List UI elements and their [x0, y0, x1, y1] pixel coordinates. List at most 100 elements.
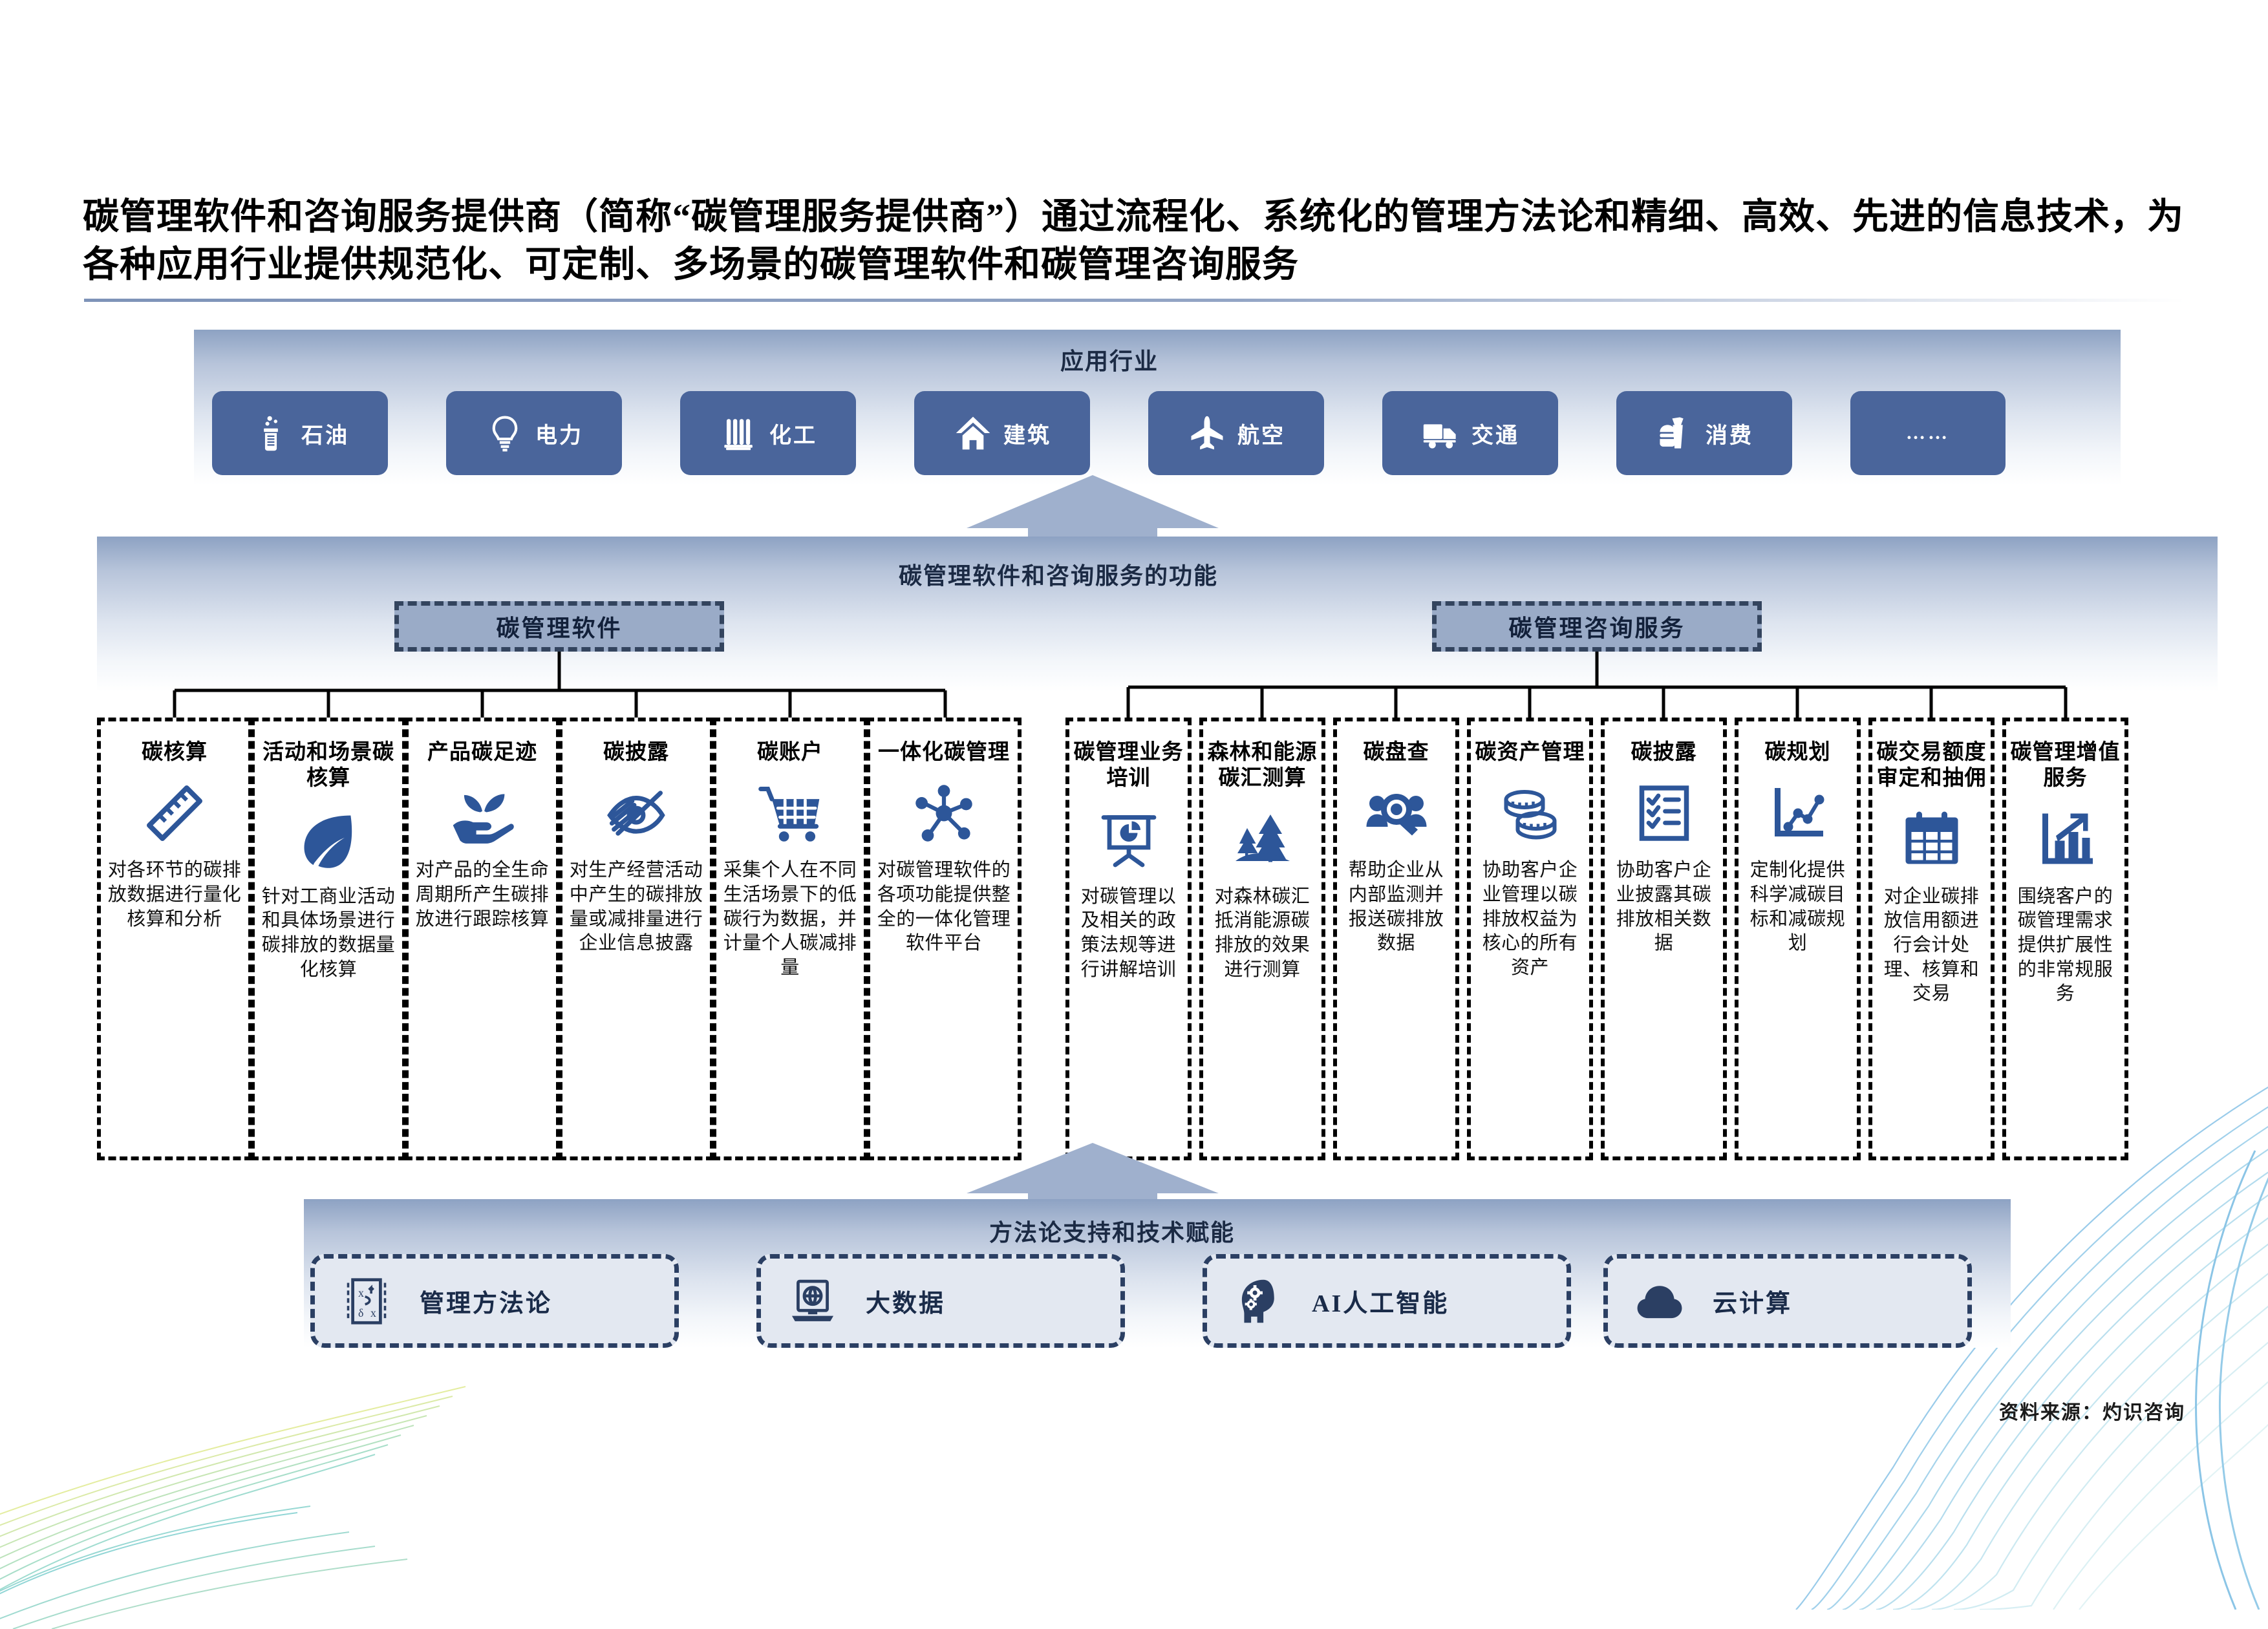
card-title: 碳核算	[142, 741, 208, 764]
function-card[interactable]: 一体化碳管理 对碳管理软件的各项功能提供整全的一体化管理软件平台	[866, 718, 1022, 1160]
industry-tile-chemical[interactable]: 化工	[680, 391, 856, 475]
card-title: 碳管理增值服务	[2010, 741, 2121, 791]
network-hub-icon	[912, 777, 976, 849]
tech-tile-label: 云计算	[1713, 1290, 1793, 1317]
card-description: 采集个人在不同生活场景下的低碳行为数据，并计量个人碳减排量	[723, 860, 857, 978]
laptop-globe-icon	[787, 1275, 839, 1327]
card-description: 对生产经营活动中产生的碳排放量或减排量进行企业信息披露	[569, 860, 703, 954]
card-title: 碳披露	[1631, 741, 1697, 764]
calendar-icon	[1901, 804, 1963, 876]
svg-text:x: x	[370, 1306, 376, 1319]
burger-drink-icon	[1655, 413, 1695, 453]
house-icon	[953, 413, 993, 453]
card-title: 碳账户	[757, 741, 823, 764]
industry-tile-label: 交通	[1471, 423, 1519, 448]
industry-tile-more[interactable]: ……	[1850, 391, 2006, 475]
group-header-consulting[interactable]: 碳管理咨询服务	[1432, 601, 1762, 652]
card-description: 协助客户企业披露其碳排放相关数据	[1616, 860, 1712, 954]
function-card[interactable]: 活动和场景碳核算 针对工商业活动和具体场景进行碳排放的数据量化核算	[251, 718, 406, 1160]
title-divider	[84, 299, 2185, 302]
oil-beaker-icon	[251, 413, 291, 453]
function-card[interactable]: 碳披露 对生产经营活动中产生的碳排放量或减排量进行企业信息披露	[559, 718, 714, 1160]
card-description: 帮助企业从内部监测并报送碳排放数据	[1348, 860, 1444, 954]
function-card[interactable]: 森林和能源碳汇测算 对森林碳汇抵消能源碳排放的效果进行测算	[1199, 718, 1325, 1160]
airplane-icon	[1187, 413, 1227, 453]
function-card[interactable]: 碳管理业务培训 对碳管理以及相关的政策法规等进行讲解培训	[1065, 718, 1192, 1160]
bar-chart-arrow-icon	[2035, 804, 2097, 876]
industry-tile-label: 电力	[535, 423, 583, 448]
application-industry-caption: 应用行业	[1060, 348, 1159, 374]
card-description: 定制化提供科学减碳目标和减碳规划	[1749, 860, 1846, 954]
function-card[interactable]: 碳账户 采集个人在不同生活场景下的低碳行为数据，并计量个人碳减排量	[712, 718, 868, 1160]
tech-tile-bigdata[interactable]: 大数据	[756, 1254, 1125, 1348]
truck-icon	[1421, 413, 1461, 453]
industry-tile-construction[interactable]: 建筑	[914, 391, 1090, 475]
industry-tile-label: 航空	[1237, 423, 1285, 448]
lightbulb-icon	[485, 413, 525, 453]
industry-tile-power[interactable]: 电力	[446, 391, 622, 475]
card-description: 对碳管理以及相关的政策法规等进行讲解培训	[1080, 886, 1177, 980]
tech-tile-methodology[interactable]: x δ x 管理方法论	[310, 1254, 679, 1348]
industry-tile-aviation[interactable]: 航空	[1148, 391, 1324, 475]
svg-text:x: x	[358, 1286, 364, 1299]
function-card[interactable]: 碳核算 对各环节的碳排放数据进行量化核算和分析	[97, 718, 252, 1160]
tech-tile-cloud[interactable]: 云计算	[1603, 1254, 1972, 1348]
test-tubes-icon	[719, 413, 759, 453]
card-description: 针对工商业活动和具体场景进行碳排放的数据量化核算	[261, 886, 396, 980]
methodology-icon: x δ x	[341, 1275, 392, 1327]
card-description: 对企业碳排放信用额进行会计处理、核算和交易	[1883, 886, 1980, 1005]
function-card[interactable]: 碳披露 协助客户企业披露其碳排放相关数据	[1601, 718, 1727, 1160]
functions-caption: 碳管理软件和咨询服务的功能	[899, 563, 1219, 589]
function-card[interactable]: 碳规划 定制化提供科学减碳目标和减碳规划	[1735, 718, 1861, 1160]
card-title: 产品碳足迹	[427, 741, 537, 764]
industry-tile-label: 消费	[1706, 423, 1753, 448]
card-title: 碳盘查	[1363, 741, 1429, 764]
tech-tile-label: 管理方法论	[420, 1290, 553, 1317]
card-title: 活动和场景碳核算	[262, 741, 394, 791]
card-title: 碳资产管理	[1475, 741, 1585, 764]
people-magnifier-icon	[1365, 777, 1428, 849]
card-description: 围绕客户的碳管理需求提供扩展性的非常规服务	[2017, 886, 2113, 1005]
coins-stack-icon	[1499, 777, 1561, 849]
function-card[interactable]: 产品碳足迹 对产品的全生命周期所产生碳排放进行跟踪核算	[405, 718, 560, 1160]
tech-tile-label: AI人工智能	[1312, 1290, 1450, 1317]
industry-tile-consumer[interactable]: 消费	[1616, 391, 1792, 475]
tech-tile-ai[interactable]: AI人工智能	[1203, 1254, 1571, 1348]
group-header-software[interactable]: 碳管理软件	[394, 601, 724, 652]
function-card[interactable]: 碳管理增值服务 围绕客户的碳管理需求提供扩展性的非常规服务	[2002, 718, 2128, 1160]
card-title: 碳交易额度审定和抽佣	[1876, 741, 1987, 791]
function-card[interactable]: 碳资产管理 协助客户企业管理以碳排放权益为核心的所有资产	[1467, 718, 1593, 1160]
card-title: 碳管理业务培训	[1073, 741, 1184, 791]
page-title: 碳管理软件和咨询服务提供商（简称“碳管理服务提供商”）通过流程化、系统化的管理方…	[83, 197, 2184, 285]
card-title: 森林和能源碳汇测算	[1207, 741, 1318, 791]
function-card[interactable]: 碳盘查 帮助企业从内部监测并报送碳排放数据	[1333, 718, 1459, 1160]
card-description: 对产品的全生命周期所产生碳排放进行跟踪核算	[415, 860, 550, 930]
card-description: 协助客户企业管理以碳排放权益为核心的所有资产	[1482, 860, 1578, 978]
cloud-icon	[1634, 1275, 1685, 1327]
line-chart-icon	[1767, 777, 1829, 849]
ellipsis-icon: ……	[1906, 422, 1950, 443]
industry-tile-transport[interactable]: 交通	[1382, 391, 1558, 475]
presentation-chart-icon	[1098, 804, 1160, 876]
ruler-icon	[142, 777, 207, 849]
card-title: 一体化碳管理	[878, 741, 1010, 764]
card-title: 碳披露	[603, 741, 669, 764]
ai-brain-gear-icon	[1233, 1275, 1285, 1327]
leaf-icon	[296, 804, 361, 876]
checklist-icon	[1633, 777, 1695, 849]
industry-tile-label: 建筑	[1003, 423, 1051, 448]
source-citation: 资料来源：灼识咨询	[1999, 1402, 2185, 1423]
forest-trees-icon	[1232, 804, 1294, 876]
shopping-cart-icon	[758, 777, 822, 849]
svg-text:δ: δ	[358, 1306, 363, 1319]
industry-tile-label: 化工	[769, 423, 817, 448]
card-description: 对森林碳汇抵消能源碳排放的效果进行测算	[1214, 886, 1311, 980]
group-header-label: 碳管理软件	[496, 615, 623, 641]
function-card[interactable]: 碳交易额度审定和抽佣 对企业碳排放信用额进行会计处理、核算和交易	[1868, 718, 1995, 1160]
eye-slash-icon	[604, 777, 669, 849]
card-title: 碳规划	[1764, 741, 1831, 764]
group-header-label: 碳管理咨询服务	[1508, 615, 1685, 641]
card-description: 对碳管理软件的各项功能提供整全的一体化管理软件平台	[877, 860, 1011, 954]
industry-tile-oil[interactable]: 石油	[212, 391, 388, 475]
